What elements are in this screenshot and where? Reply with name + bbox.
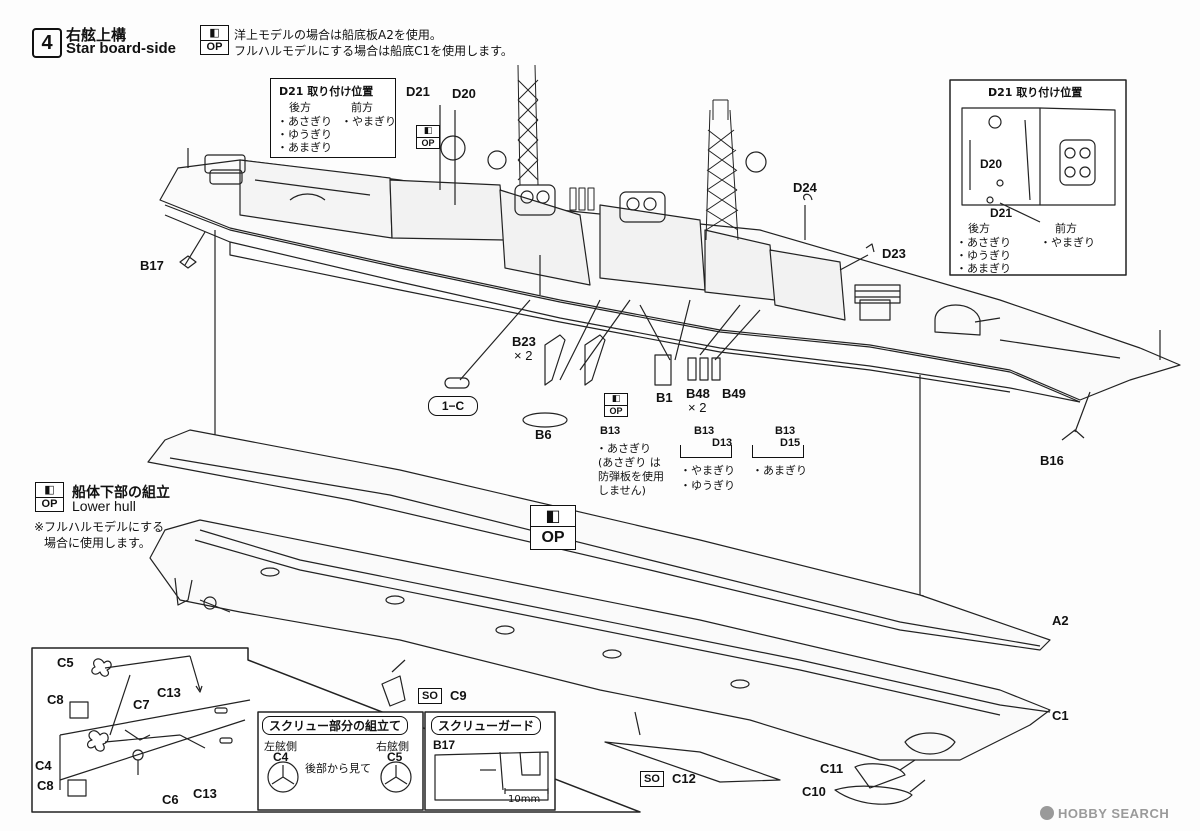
b13-left-line: ・あさぎり [596,442,651,455]
part-label-b23-qty: × 2 [514,348,533,363]
part-label-b16: B16 [1040,453,1064,468]
b13-mid-title2: D13 [712,437,733,449]
op-option-icon: ◧ [531,506,575,527]
d21-box-col1-head: 後方 [289,101,311,114]
part-label-c10: C10 [802,784,826,799]
part-label-b17: B17 [140,258,164,273]
inset-col1-head: 後方 [968,222,990,235]
b13-right-line: ・あまぎり [752,464,807,477]
small-parts-drawing [179,193,1085,441]
a2-plate-drawing [147,429,1051,651]
d21-inset-drawing [949,79,1127,276]
lower-hull-note2: 場合に使用します。 [44,536,151,550]
screw-assembly-title: スクリュー部分の組立て [262,716,409,735]
b13-right-title1: B13 [775,425,796,437]
op-option-icon: ◧ [36,483,63,498]
inset-col2-item: ・やまぎり [1040,236,1095,249]
op-badge-d21: ◧ OP [416,125,440,149]
so-badge-c9: SO [418,688,442,704]
lower-hull-note1: ※フルハルモデルにする [34,520,165,534]
inset-col1-item: ・あまぎり [956,262,1011,275]
d21-position-box: D21 取り付け位置 後方 前方 ・あさぎり ・ゆうぎり ・あまぎり ・やまぎり [270,78,396,158]
part-ref-1c: 1−C [428,396,478,416]
part-label-c11: C11 [820,761,844,776]
part-label-a2: A2 [1052,613,1069,628]
screw-left-side: 左舷側 [264,740,297,753]
part-label-c9: C9 [450,688,467,703]
inset-col2-head: 前方 [1055,222,1077,235]
op-note-line2: フルハルモデルにする場合は船底C1を使用します。 [234,44,513,58]
part-label-b49: B49 [722,386,746,401]
step-title-en: Star board-side [66,40,177,57]
op-option-icon: ◧ [417,126,439,138]
c1-lower-hull-drawing [149,519,1051,805]
screw-c5: C5 [387,750,403,764]
part-label-d24: D24 [793,180,817,195]
d21-box-col1-item: ・あまぎり [277,141,332,154]
screw-guard-b17: B17 [433,738,456,752]
b13-mid-line: ・ゆうぎり [680,479,735,492]
inset-label-c7: C7 [133,697,150,712]
inset-label-c6: C6 [162,792,179,807]
inset-label-c13a: C13 [157,685,181,700]
d21-box-title: D21 取り付け位置 [279,85,374,98]
screw-guard-title: スクリューガード [431,716,542,735]
step-number: 4 [32,28,62,58]
part-label-d23: D23 [882,246,906,261]
inset-label-c13b: C13 [193,786,217,801]
op-option-icon: ◧ [605,394,627,406]
inset-d20-label: D20 [980,157,1003,171]
b13-mid-part [680,445,732,458]
screw-right-side: 右舷側 [376,740,409,753]
screw-from-rear: 後部から見て [305,762,371,775]
lower-hull-title-en: Lower hull [72,498,136,514]
part-label-b1: B1 [656,390,673,405]
inset-d21-label: D21 [990,206,1013,220]
part-label-b48-qty: × 2 [688,400,707,415]
part-label-b6: B6 [535,427,552,442]
watermark-logo: HOBBY SEARCH [1040,806,1169,821]
inset-label-c8a: C8 [47,692,64,707]
part-label-d21: D21 [406,84,430,99]
d21-box-col1-item: ・ゆうぎり [277,128,332,141]
step-title-jp: 右舷上構 [66,27,127,44]
b13-mid-line: ・やまぎり [680,464,735,477]
d21-box-col1-item: ・あさぎり [277,115,332,128]
inset-label-c4: C4 [35,758,52,773]
upper-hull-drawing [159,64,1181,610]
d21-box-col2-item: ・やまぎり [341,115,396,128]
b13-left-line: 防弾板を使用 [598,470,664,483]
op-badge-large: ◧ OP [530,505,576,550]
op-badge-header: ◧ OP [200,25,229,55]
part-label-d20: D20 [452,86,476,101]
screw-guard-dim: 10mm [508,794,541,805]
screw-assembly-frame [257,711,424,811]
op-note-line1: 洋上モデルの場合は船底板A2を使用。 [234,28,442,42]
part-label-b23: B23 [512,334,536,349]
op-badge-b13: ◧ OP [604,393,628,417]
b13-mid-title1: B13 [694,425,715,437]
part-label-c12: C12 [672,771,696,786]
inset-col1-item: ・ゆうぎり [956,249,1011,262]
op-badge-lower-hull: ◧ OP [35,482,64,512]
b13-left-line: (あさぎり は [598,456,661,469]
b13-right-title2: D15 [780,437,801,449]
part-label-c1: C1 [1052,708,1069,723]
inset-col1-item: ・あさぎり [956,236,1011,249]
d21-box-col2-head: 前方 [351,101,373,114]
watermark-icon [1040,806,1054,820]
inset-label-c5: C5 [57,655,74,670]
so-badge-c12: SO [640,771,664,787]
inset-label-c8b: C8 [37,778,54,793]
lower-hull-title-jp: 船体下部の組立 [72,484,170,500]
inset-title: D21 取り付け位置 [988,86,1083,99]
part-label-b48: B48 [686,386,710,401]
b13-left-title: B13 [600,425,621,437]
b13-right-part [752,445,804,458]
b13-left-line: しません) [598,484,646,497]
op-option-icon: ◧ [201,26,228,41]
screw-c4: C4 [273,750,289,764]
